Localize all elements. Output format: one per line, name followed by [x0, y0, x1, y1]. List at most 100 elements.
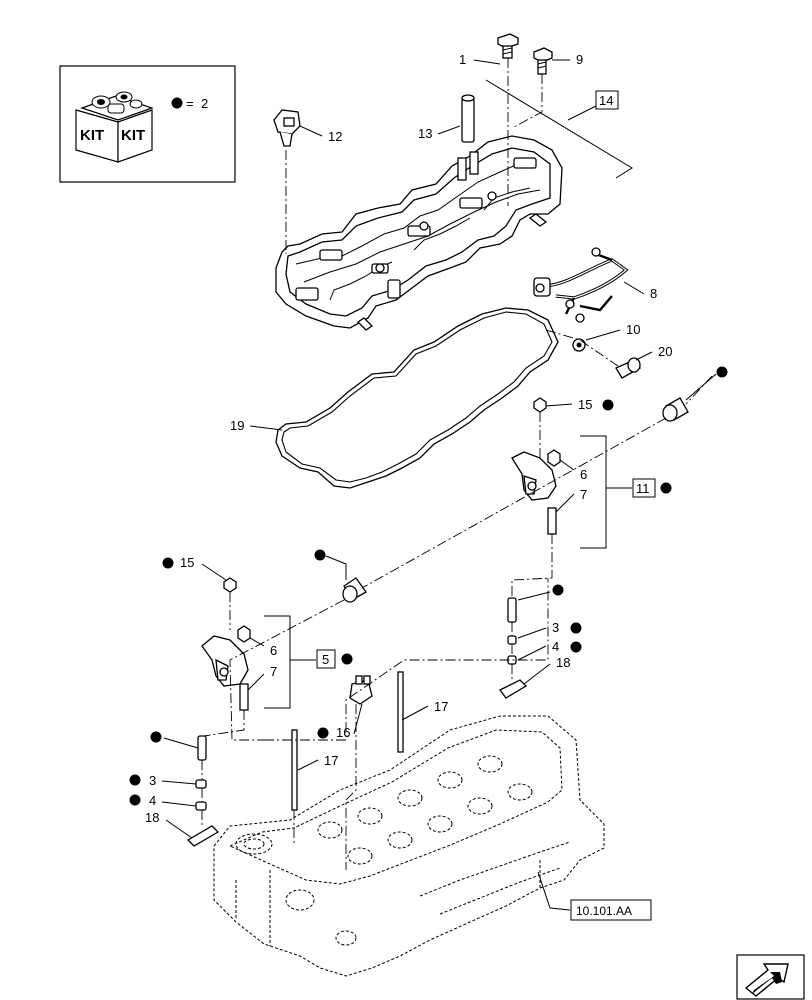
- stud-13: [461, 94, 475, 143]
- stud-17: [291, 671, 404, 811]
- callout-12: 12: [299, 125, 342, 144]
- callout-8: 8: [623, 281, 657, 301]
- callout-4-right-label: 4: [552, 639, 559, 654]
- callout-3-left: 3: [129, 773, 197, 788]
- injector-harness-8: [533, 247, 629, 323]
- callout-7-left: 7: [247, 664, 277, 691]
- kit-bullet-icon: [341, 653, 353, 665]
- callout-6-left: 6: [249, 637, 277, 658]
- kit-equals: =: [186, 96, 194, 111]
- callout-18-right-label: 18: [556, 655, 570, 670]
- kit-bullet-icon: [570, 641, 582, 653]
- bolt-15-right: [533, 397, 547, 413]
- kit-text-right: KIT: [121, 127, 145, 144]
- kit-bullet-icon: [317, 727, 329, 739]
- assembly-centerlines: [201, 58, 713, 870]
- callout-3-right: 3: [517, 620, 582, 639]
- callout-11-label: 11: [636, 481, 650, 496]
- callout-18-left: 18: [145, 810, 193, 839]
- callout-4-left: 4: [129, 793, 197, 808]
- callout-20: 20: [635, 344, 672, 361]
- bullet-pushrod-left: [150, 731, 199, 749]
- bullet-pushrod-right: [517, 584, 564, 601]
- bushing-left: [342, 577, 367, 603]
- callout-13: 13: [418, 125, 461, 141]
- callout-7-left-label: 7: [270, 664, 277, 679]
- callout-15-right-label: 15: [578, 397, 592, 412]
- callout-5-label: 5: [322, 652, 329, 667]
- rocker-cover: [275, 135, 563, 331]
- callout-1-label: 1: [459, 52, 466, 67]
- callout-17-upper-label: 17: [434, 699, 448, 714]
- bolt-9: [533, 47, 553, 75]
- kit-bullet-icon: [150, 731, 162, 743]
- callout-20-label: 20: [658, 344, 672, 359]
- callout-7-right: 7: [555, 487, 587, 513]
- pushrod-right: [499, 597, 528, 699]
- kit-bullet-icon: [129, 794, 141, 806]
- callout-15-left: 15: [162, 555, 227, 581]
- kit-quantity: 2: [201, 96, 208, 111]
- callout-6-left-label: 6: [270, 643, 277, 658]
- callout-9: 9: [552, 52, 583, 67]
- callout-14[interactable]: 14: [485, 79, 633, 179]
- callout-18-left-label: 18: [145, 810, 159, 825]
- callout-4-left-label: 4: [149, 793, 156, 808]
- callout-14-label: 14: [599, 93, 613, 108]
- callout-5[interactable]: 5: [264, 615, 353, 709]
- kit-bullet-icon: [314, 549, 326, 561]
- kit-bullet-icon: [162, 557, 174, 569]
- callout-15-left-label: 15: [180, 555, 194, 570]
- callout-13-label: 13: [418, 126, 432, 141]
- callout-10: 10: [585, 322, 640, 341]
- bullet-bushing-left: [314, 549, 347, 580]
- callout-11[interactable]: 11: [580, 435, 672, 549]
- callout-9-label: 9: [576, 52, 583, 67]
- callout-15-right: 15: [545, 397, 614, 412]
- reference-label: 10.101.AA: [576, 904, 632, 918]
- rocker-assembly-right: [511, 449, 561, 535]
- kit-bullet-icon: [552, 584, 564, 596]
- bushing-right: [662, 397, 689, 422]
- callout-16: 16: [317, 703, 363, 740]
- callout-18-right: 18: [523, 655, 570, 685]
- next-page-arrow-icon[interactable]: [736, 954, 805, 1000]
- sealing-washer-10: [572, 338, 586, 352]
- kit-bullet-icon: [716, 366, 728, 378]
- grommet-20: [615, 357, 641, 379]
- pushrod-left: [186, 735, 220, 847]
- callout-7-right-label: 7: [580, 487, 587, 502]
- cylinder-head-reference: [213, 715, 605, 977]
- callout-6-right: 6: [559, 459, 587, 482]
- callout-17-lower-label: 17: [324, 753, 338, 768]
- callout-19: 19: [230, 418, 283, 433]
- clip-12: [273, 109, 301, 147]
- callout-6-right-label: 6: [580, 467, 587, 482]
- callout-17-upper: 17: [401, 699, 448, 721]
- callout-4-right: 4: [517, 639, 582, 661]
- kit-bullet-icon: [660, 482, 672, 494]
- kit-bullet-icon: [171, 97, 183, 109]
- kit-text-left: KIT: [80, 127, 104, 144]
- kit-bullet-icon: [129, 774, 141, 786]
- bolt-15-left: [223, 577, 237, 593]
- callout-1: 1: [459, 52, 501, 67]
- callout-19-label: 19: [230, 418, 244, 433]
- kit-box-icon: KIT KIT: [75, 91, 154, 163]
- reference-link[interactable]: 10.101.AA: [537, 871, 652, 921]
- bullet-bushing-right: [685, 366, 728, 401]
- callout-3-left-label: 3: [149, 773, 156, 788]
- callout-12-label: 12: [328, 129, 342, 144]
- callout-3-right-label: 3: [552, 620, 559, 635]
- callout-17-lower: 17: [297, 753, 338, 771]
- kit-bullet-icon: [602, 399, 614, 411]
- rocker-cover-gasket: [275, 307, 559, 489]
- kit-bullet-icon: [570, 622, 582, 634]
- callout-8-label: 8: [650, 286, 657, 301]
- callout-16-label: 16: [336, 725, 350, 740]
- kit-legend: KIT KIT = 2: [59, 65, 236, 183]
- bolt-1: [497, 33, 519, 59]
- callout-10-label: 10: [626, 322, 640, 337]
- rocker-assembly-left: [201, 625, 251, 711]
